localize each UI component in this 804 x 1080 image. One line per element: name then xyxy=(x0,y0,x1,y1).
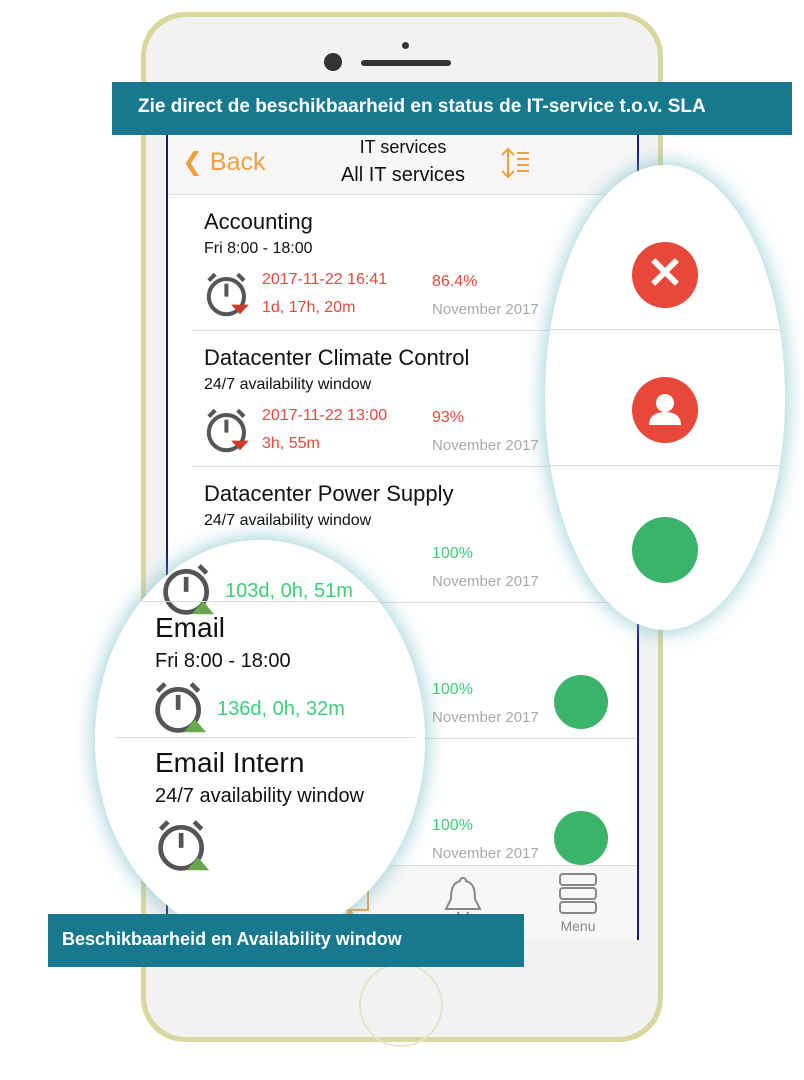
availability-percent: 93% xyxy=(432,409,465,426)
back-button[interactable]: ❮ Back xyxy=(182,147,266,177)
service-name: Datacenter Climate Control xyxy=(204,345,470,370)
service-row[interactable]: Accounting Fri 8:00 - 18:00 2017-11-22 1… xyxy=(192,195,637,331)
camera xyxy=(324,53,342,71)
window-magnifier: 103d, 0h, 51m Email Fri 8:00 - 18:00 136… xyxy=(95,540,425,940)
service-name: Datacenter Power Supply xyxy=(204,481,454,506)
clock-down-icon xyxy=(206,408,249,453)
top-banner: Zie direct de beschikbaarheid en status … xyxy=(112,82,792,135)
speaker xyxy=(361,60,451,66)
back-label: Back xyxy=(209,148,266,176)
duration-power: 103d, 0h, 51m xyxy=(225,580,353,602)
incident-time: 2017-11-22 13:00 xyxy=(262,407,388,424)
clock-up-icon xyxy=(163,564,215,615)
clock-down-icon xyxy=(206,272,249,317)
divider xyxy=(140,601,425,602)
navbar: ❮ Back IT services All IT services xyxy=(168,127,637,195)
availability-percent: 100% xyxy=(432,545,473,562)
tab-menu-label[interactable]: Menu xyxy=(560,918,596,934)
bottom-banner: Beschikbaarheid en Availability window xyxy=(48,914,524,967)
window-email-intern: 24/7 availability window xyxy=(155,785,365,807)
service-row[interactable]: Datacenter Climate Control 24/7 availabi… xyxy=(192,331,637,467)
divider xyxy=(545,329,785,330)
home-button[interactable] xyxy=(359,963,443,1047)
window-email: Fri 8:00 - 18:00 xyxy=(155,650,291,672)
duration: 1d, 17h, 20m xyxy=(262,299,356,316)
service-row[interactable]: Datacenter Power Supply 24/7 availabilit… xyxy=(192,467,637,603)
period: November 2017 xyxy=(432,709,539,726)
clock-up-icon xyxy=(158,820,210,871)
sensor xyxy=(402,42,409,49)
availability-window: 24/7 availability window xyxy=(204,376,372,393)
sort-icon[interactable] xyxy=(500,147,530,179)
duration-email: 136d, 0h, 32m xyxy=(217,698,345,720)
status-down-icon: ✕ xyxy=(632,242,698,308)
duration: 3h, 55m xyxy=(262,435,320,452)
availability-window: 24/7 availability window xyxy=(204,512,372,529)
availability-percent: 100% xyxy=(432,681,473,698)
period: November 2017 xyxy=(432,437,539,454)
chevron-left-icon: ❮ xyxy=(182,148,203,176)
availability-percent: 100% xyxy=(432,817,473,834)
status-magnifier: ✕ xyxy=(545,165,785,630)
divider xyxy=(545,465,785,466)
name-email: Email xyxy=(155,612,226,643)
clock-up-icon xyxy=(155,682,207,733)
divider xyxy=(115,737,415,738)
incident-time: 2017-11-22 16:41 xyxy=(262,271,388,288)
tab-menu-icon[interactable] xyxy=(558,872,598,916)
period: November 2017 xyxy=(432,573,539,590)
status-user-icon xyxy=(632,377,698,443)
availability-percent: 86.4% xyxy=(432,273,478,290)
availability-window: Fri 8:00 - 18:00 xyxy=(204,240,313,257)
name-email-intern: Email Intern xyxy=(155,747,305,778)
nav-subtitle: All IT services xyxy=(340,164,466,186)
nav-title: IT services xyxy=(359,137,447,157)
status-ok-icon xyxy=(632,517,698,583)
service-name: Accounting xyxy=(204,209,313,234)
status-ok-icon xyxy=(554,811,608,865)
period: November 2017 xyxy=(432,301,539,318)
status-ok-icon xyxy=(554,675,608,729)
period: November 2017 xyxy=(432,845,539,862)
